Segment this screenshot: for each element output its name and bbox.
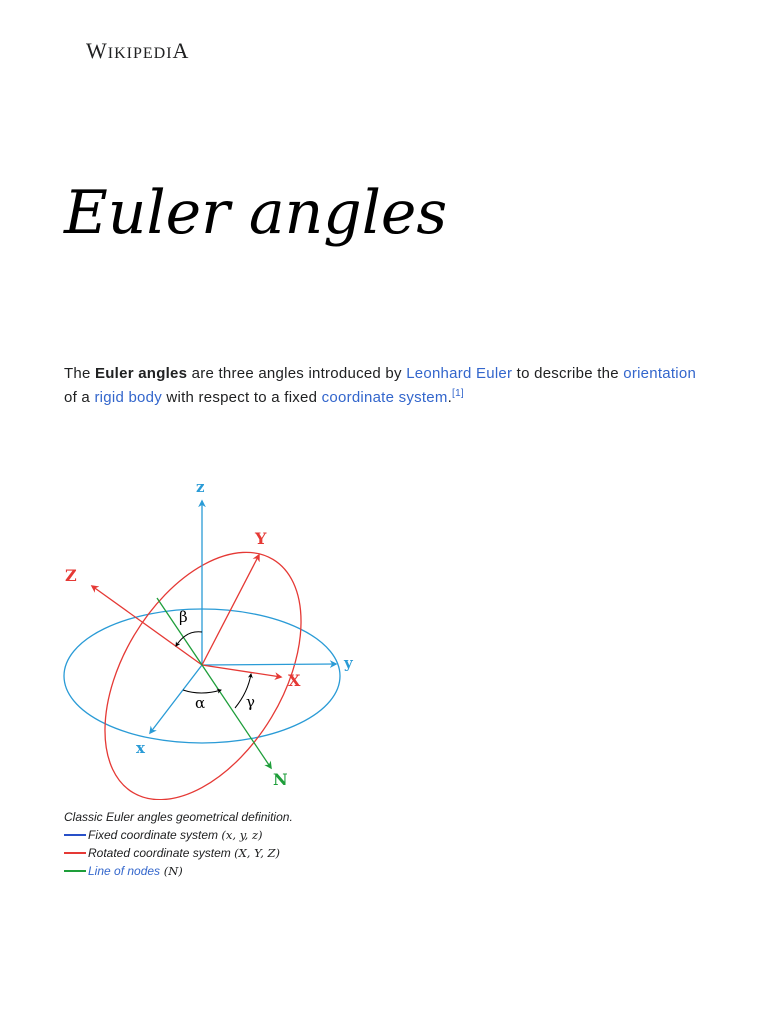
legend-line-nodes xyxy=(64,870,86,872)
wordmark-a: A xyxy=(172,38,190,63)
link-leonhard-euler[interactable]: Leonhard Euler xyxy=(406,365,513,382)
axis-x-fixed xyxy=(149,664,203,735)
label-alpha: α xyxy=(195,694,205,712)
beta-arc xyxy=(175,631,203,647)
caption-item-rotated-text: Rotated coordinate system xyxy=(88,846,231,860)
lead-text-3: to describe the xyxy=(512,365,624,382)
caption-item-nodes-math: (N) xyxy=(160,864,183,878)
figure-caption: Classic Euler angles geometrical definit… xyxy=(64,808,484,880)
legend-line-rotated xyxy=(64,852,86,854)
label-y-fixed: y xyxy=(343,654,354,672)
wikipedia-wordmark[interactable]: WIKIPEDIA xyxy=(86,38,189,64)
alpha-arc xyxy=(182,688,222,694)
lead-text-4: of a xyxy=(64,389,95,406)
label-z-fixed: z xyxy=(196,478,205,496)
caption-item-rotated: Rotated coordinate system (X, Y, Z) xyxy=(64,844,484,862)
lead-text-5: with respect to a fixed xyxy=(161,389,322,406)
rotated-plane-ellipse xyxy=(104,551,302,800)
line-of-nodes-back xyxy=(156,597,203,666)
euler-angles-diagram[interactable]: z y x Z Y X N β α γ xyxy=(54,470,374,800)
caption-title: Classic Euler angles geometrical definit… xyxy=(64,810,293,824)
link-orientation[interactable]: orientation xyxy=(623,365,697,382)
caption-item-fixed-math: (x, y, z) xyxy=(221,828,263,842)
label-Z-rotated: Z xyxy=(65,566,77,585)
lead-text-6: . xyxy=(447,389,453,406)
axis-Y-rotated xyxy=(201,553,260,666)
label-N: N xyxy=(273,770,288,789)
caption-item-nodes: Line of nodes (N) xyxy=(64,862,484,880)
wordmark-middle: IKIPEDI xyxy=(107,45,173,62)
lead-text-1: The xyxy=(64,365,96,382)
line-of-nodes xyxy=(201,664,272,770)
link-line-of-nodes[interactable]: Line of nodes xyxy=(88,864,161,878)
link-rigid-body[interactable]: rigid body xyxy=(94,389,162,406)
legend-line-fixed xyxy=(64,834,86,836)
axis-y-fixed xyxy=(201,660,338,668)
label-Y-rotated: Y xyxy=(254,529,267,548)
label-beta: β xyxy=(179,608,188,626)
reference-1-link[interactable]: [1] xyxy=(452,388,464,399)
lead-text-2: are three angles introduced by xyxy=(187,365,407,382)
caption-item-fixed-text: Fixed coordinate system xyxy=(88,828,219,842)
gamma-arc xyxy=(234,673,253,709)
axis-X-rotated xyxy=(201,664,283,680)
axis-Z-rotated xyxy=(90,585,203,666)
caption-item-fixed: Fixed coordinate system (x, y, z) xyxy=(64,826,484,844)
link-coordinate-system[interactable]: coordinate system xyxy=(321,389,448,406)
page-title: Euler angles xyxy=(64,178,448,248)
caption-item-rotated-math: (X, Y, Z) xyxy=(234,846,280,860)
label-x-fixed: x xyxy=(136,739,146,757)
label-gamma: γ xyxy=(246,693,255,711)
wordmark-w: W xyxy=(86,38,108,63)
lead-bold-term: Euler angles xyxy=(95,365,188,382)
lead-paragraph: The Euler angles are three angles introd… xyxy=(64,362,704,410)
label-X-rotated: X xyxy=(288,671,301,690)
